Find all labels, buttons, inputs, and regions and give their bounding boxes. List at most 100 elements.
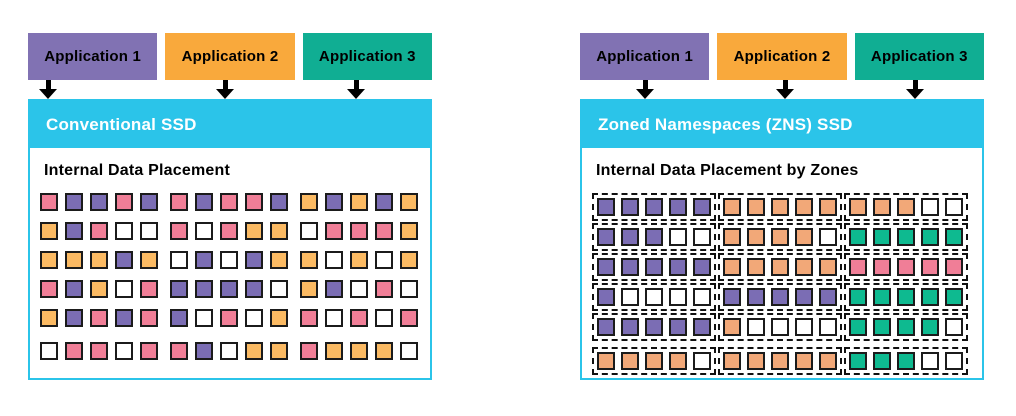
data-block-orange	[300, 251, 318, 269]
down-arrow-icon	[39, 80, 57, 99]
data-block-orange	[90, 280, 108, 298]
grid-row	[592, 193, 972, 221]
grid-row	[40, 222, 420, 240]
data-block-orange	[375, 342, 393, 360]
data-block-pink	[115, 193, 133, 211]
zone-cell	[718, 347, 842, 375]
data-block-white	[300, 222, 318, 240]
data-block-peach	[897, 198, 915, 216]
block-group	[170, 280, 288, 298]
data-block-peach	[597, 352, 615, 370]
data-block-white	[270, 280, 288, 298]
data-block-pink	[245, 193, 263, 211]
data-block-white	[220, 251, 238, 269]
zone-cell	[718, 253, 842, 281]
data-block-pink	[873, 258, 891, 276]
data-block-purple	[115, 309, 133, 327]
data-block-peach	[747, 258, 765, 276]
application-2-box: Application 2	[717, 33, 847, 80]
data-block-teal	[945, 288, 963, 306]
data-block-pink	[325, 222, 343, 240]
data-block-pink	[945, 258, 963, 276]
data-block-teal	[849, 288, 867, 306]
block-group	[170, 309, 288, 327]
data-block-orange	[270, 251, 288, 269]
data-block-teal	[897, 288, 915, 306]
data-block-white	[375, 309, 393, 327]
data-block-teal	[921, 318, 939, 336]
block-group	[40, 251, 158, 269]
zone-cell	[844, 283, 968, 311]
conventional-ssd-panel: Application 1 Application 2 Application …	[28, 33, 432, 380]
data-block-pink	[375, 280, 393, 298]
data-block-purple	[195, 342, 213, 360]
data-block-teal	[849, 318, 867, 336]
zone-cell	[592, 223, 716, 251]
data-block-teal	[897, 318, 915, 336]
grid-row	[40, 342, 420, 360]
zns-ssd-panel: Application 1 Application 2 Application …	[580, 33, 984, 380]
block-group	[300, 193, 418, 211]
application-2-box: Application 2	[165, 33, 295, 80]
zone-cell	[718, 283, 842, 311]
zone-cell	[844, 313, 968, 341]
data-block-white	[115, 280, 133, 298]
data-block-purple	[325, 193, 343, 211]
data-block-white	[40, 342, 58, 360]
data-block-purple	[795, 288, 813, 306]
data-block-peach	[771, 352, 789, 370]
conventional-ssd-header: Conventional SSD	[30, 101, 430, 148]
data-block-purple	[645, 318, 663, 336]
data-block-white	[195, 222, 213, 240]
zns-ssd-header: Zoned Namespaces (ZNS) SSD	[582, 101, 982, 148]
data-block-orange	[245, 222, 263, 240]
data-block-white	[621, 288, 639, 306]
data-block-pink	[350, 309, 368, 327]
data-block-teal	[921, 228, 939, 246]
data-block-purple	[597, 228, 615, 246]
data-block-orange	[270, 309, 288, 327]
data-block-purple	[597, 318, 615, 336]
data-block-white	[945, 318, 963, 336]
data-block-white	[170, 251, 188, 269]
data-block-pink	[849, 258, 867, 276]
block-group	[300, 309, 418, 327]
application-1-box: Application 1	[580, 33, 710, 80]
data-block-purple	[669, 198, 687, 216]
data-block-peach	[771, 228, 789, 246]
zone-cell	[592, 193, 716, 221]
data-block-white	[645, 288, 663, 306]
data-block-pink	[65, 342, 83, 360]
data-block-purple	[170, 280, 188, 298]
data-block-purple	[220, 280, 238, 298]
data-block-purple	[693, 318, 711, 336]
data-block-peach	[723, 352, 741, 370]
data-block-purple	[621, 198, 639, 216]
data-block-white	[669, 288, 687, 306]
zone-cell	[718, 193, 842, 221]
data-block-orange	[325, 342, 343, 360]
data-block-purple	[170, 309, 188, 327]
data-block-peach	[819, 198, 837, 216]
data-block-peach	[747, 228, 765, 246]
data-block-white	[375, 251, 393, 269]
data-block-teal	[873, 352, 891, 370]
data-block-pink	[90, 222, 108, 240]
block-group	[40, 193, 158, 211]
data-block-white	[669, 228, 687, 246]
data-block-pink	[170, 342, 188, 360]
data-block-peach	[795, 198, 813, 216]
data-block-pink	[140, 342, 158, 360]
data-block-purple	[65, 280, 83, 298]
data-block-purple	[621, 258, 639, 276]
conventional-ssd-box: Conventional SSD Internal Data Placement	[28, 99, 432, 380]
data-block-peach	[747, 352, 765, 370]
data-block-orange	[140, 251, 158, 269]
data-block-peach	[795, 228, 813, 246]
data-block-purple	[65, 193, 83, 211]
block-group	[170, 251, 288, 269]
data-block-peach	[723, 258, 741, 276]
placement-title: Internal Data Placement by Zones	[596, 162, 859, 179]
data-block-orange	[90, 251, 108, 269]
data-block-teal	[873, 228, 891, 246]
